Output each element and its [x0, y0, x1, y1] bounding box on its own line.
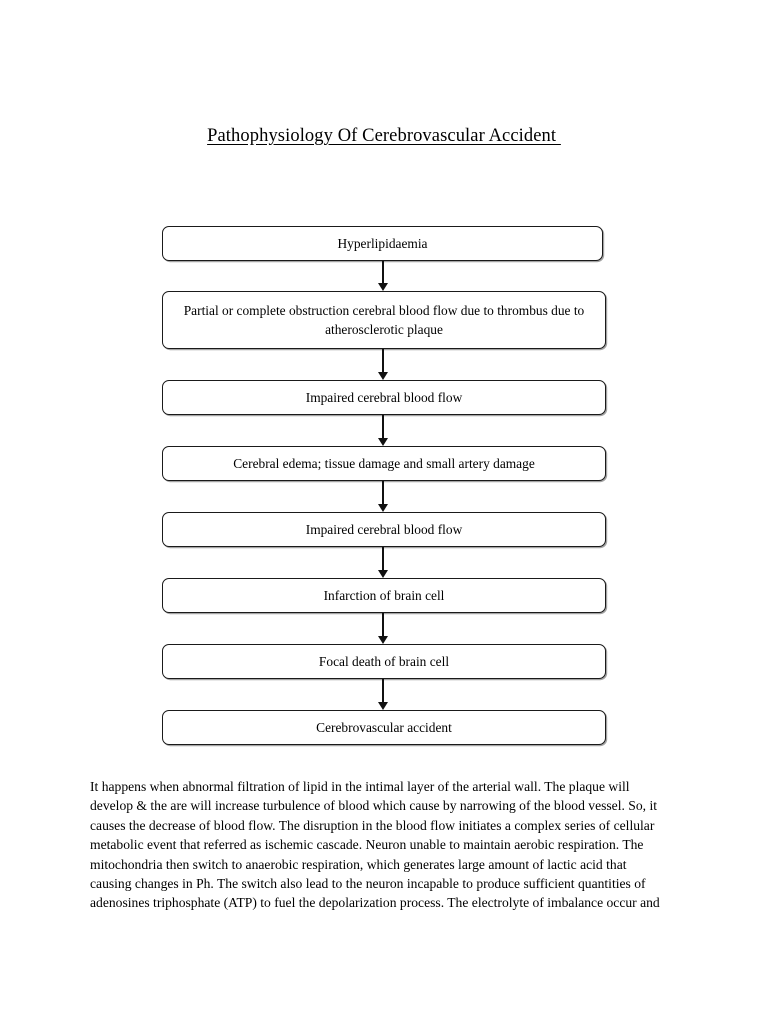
flowchart-node-label: Cerebrovascular accident [316, 720, 452, 735]
pathophysiology-flowchart: Hyperlipidaemia Partial or complete obst… [162, 226, 606, 745]
flow-arrow-3 [162, 415, 606, 446]
flowchart-node-row: Cerebral edema; tissue damage and small … [162, 446, 606, 481]
arrow-stem [382, 261, 384, 283]
arrow-head-icon [378, 283, 388, 291]
arrow-head-icon [378, 570, 388, 578]
flowchart-node-cerebral-edema[interactable]: Cerebral edema; tissue damage and small … [162, 446, 606, 481]
flowchart-node-hyperlipidaemia[interactable]: Hyperlipidaemia [162, 226, 603, 261]
page-title: Pathophysiology Of Cerebrovascular Accid… [0, 124, 768, 148]
flowchart-node-label: Cerebral edema; tissue damage and small … [233, 456, 535, 471]
arrow-head-icon [378, 372, 388, 380]
flowchart-node-infarction[interactable]: Infarction of brain cell [162, 578, 606, 613]
flow-arrow-7 [162, 679, 606, 710]
flowchart-node-obstruction[interactable]: Partial or complete obstruction cerebral… [162, 291, 606, 349]
flowchart-node-label: Impaired cerebral blood flow [305, 522, 463, 537]
arrow-head-icon [378, 636, 388, 644]
flowchart-node-row: Partial or complete obstruction cerebral… [162, 291, 606, 349]
flowchart-node-row: Impaired cerebral blood flow [162, 512, 606, 547]
flowchart-node-focal-death[interactable]: Focal death of brain cell [162, 644, 606, 679]
flowchart-node-impaired-flow-1[interactable]: Impaired cerebral blood flow [162, 380, 606, 415]
flow-arrow-4 [162, 481, 606, 512]
flowchart-node-row: Impaired cerebral blood flow [162, 380, 606, 415]
flowchart-node-row: Focal death of brain cell [162, 644, 606, 679]
flowchart-node-impaired-flow-2[interactable]: Impaired cerebral blood flow [162, 512, 606, 547]
arrow-stem [382, 481, 384, 504]
page-title-text: Pathophysiology Of Cerebrovascular Accid… [207, 126, 561, 146]
arrow-stem [382, 613, 384, 636]
flowchart-node-label: Focal death of brain cell [318, 654, 450, 669]
arrow-stem [382, 349, 384, 372]
flowchart-node-row: Cerebrovascular accident [162, 710, 606, 745]
flowchart-node-row: Infarction of brain cell [162, 578, 606, 613]
flow-arrow-1 [162, 261, 606, 291]
flowchart-node-label: Hyperlipidaemia [337, 236, 428, 251]
flowchart-node-label: Impaired cerebral blood flow [305, 390, 463, 405]
body-paragraph: It happens when abnormal filtration of l… [90, 779, 661, 911]
flowchart-node-cva[interactable]: Cerebrovascular accident [162, 710, 606, 745]
arrow-stem [382, 415, 384, 438]
flowchart-node-row: Hyperlipidaemia [162, 226, 606, 261]
flow-arrow-5 [162, 547, 606, 578]
flow-arrow-2 [162, 349, 606, 380]
arrow-head-icon [378, 504, 388, 512]
flow-arrow-6 [162, 613, 606, 644]
flowchart-node-label: Partial or complete obstruction cerebral… [183, 303, 585, 337]
arrow-stem [382, 547, 384, 570]
arrow-stem [382, 679, 384, 702]
arrow-head-icon [378, 702, 388, 710]
arrow-head-icon [378, 438, 388, 446]
flowchart-node-label: Infarction of brain cell [323, 588, 445, 603]
